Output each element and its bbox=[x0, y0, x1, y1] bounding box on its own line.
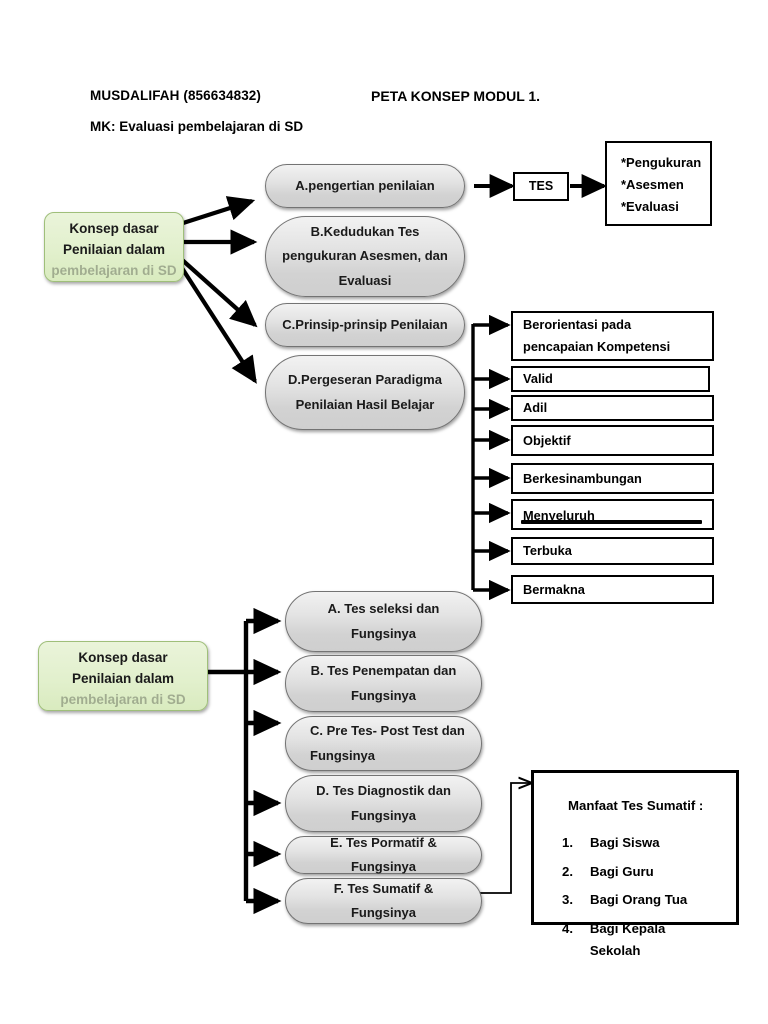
node-e-tes-pormatif[interactable]: E. Tes Pormatif & Fungsinya bbox=[285, 835, 482, 874]
asesmen-item-3: *Evaluasi bbox=[621, 199, 679, 215]
principle-menyeluruh-label: Menyeluruh bbox=[523, 508, 595, 523]
node-c-prinsip-prinsip-penilaian[interactable]: C.Prinsip-prinsip Penilaian bbox=[265, 303, 465, 347]
node-b-tes-penempatan[interactable]: B. Tes Penempatan dan Fungsinya bbox=[285, 655, 482, 712]
manfaat-item-number: 1. bbox=[562, 835, 573, 851]
root1-line3: pembelajaran di SD bbox=[51, 262, 177, 278]
principle-valid[interactable]: Valid bbox=[511, 366, 710, 392]
asesmen-item-1: *Pengukuran bbox=[621, 155, 702, 170]
root2-line1: Konsep dasar bbox=[78, 650, 168, 665]
node-b-kedudukan-tes[interactable]: B.Kedudukan Tes pengukuran Asesmen, dan … bbox=[265, 216, 465, 297]
node-f-tes-sumatif[interactable]: F. Tes Sumatif & Fungsinya bbox=[285, 878, 482, 924]
node-root-konsep-dasar-2[interactable]: Konsep dasar Penilaian dalam pembelajara… bbox=[38, 641, 208, 711]
asesmen-item-2: *Asesmen bbox=[621, 177, 684, 193]
page-title: PETA KONSEP MODUL 1. bbox=[371, 88, 541, 104]
manfaat-title: Manfaat Tes Sumatif : bbox=[568, 798, 704, 813]
manfaat-item: 1. Bagi Siswa bbox=[562, 832, 660, 854]
arrows-root1 bbox=[178, 196, 258, 384]
manfaat-item: 4. Bagi Kepala Sekolah bbox=[562, 918, 718, 963]
manfaat-item-label: Bagi Siswa bbox=[590, 835, 660, 851]
principle-berkesinambungan[interactable]: Berkesinambungan bbox=[511, 463, 714, 494]
principle-berorientasi-kompetensi[interactable]: Berorientasi pada pencapaian Kompetensi bbox=[511, 311, 714, 361]
root2-line2: Penilaian dalam bbox=[71, 670, 175, 686]
manfaat-item-number: 4. bbox=[562, 920, 573, 936]
principle-objektif[interactable]: Objektif bbox=[511, 425, 714, 456]
node-c-pre-tes-post-test[interactable]: C. Pre Tes- Post Test dan Fungsinya bbox=[285, 716, 482, 771]
tree-root2 bbox=[205, 607, 282, 915]
node-d-tes-diagnostik[interactable]: D. Tes Diagnostik dan Fungsinya bbox=[285, 775, 482, 832]
principle-menyeluruh[interactable]: Menyeluruh bbox=[511, 499, 714, 530]
header-author: MUSDALIFAH (856634832) bbox=[90, 88, 262, 103]
node-a-pengertian-penilaian[interactable]: A.pengertian penilaian bbox=[265, 164, 465, 208]
manfaat-item-number: 2. bbox=[562, 863, 573, 879]
manfaat-item: 2. Bagi Guru bbox=[562, 861, 654, 883]
menyeluruh-underline bbox=[521, 520, 702, 524]
node-d-pergeseran-paradigma[interactable]: D.Pergeseran Paradigma Penilaian Hasil B… bbox=[265, 355, 465, 430]
header-course: MK: Evaluasi pembelajaran di SD bbox=[90, 119, 304, 134]
node-a-tes-seleksi[interactable]: A. Tes seleksi dan Fungsinya bbox=[285, 591, 482, 652]
node-tes[interactable]: TES bbox=[513, 172, 569, 201]
manfaat-item-label: Bagi Orang Tua bbox=[590, 892, 688, 908]
root1-line2: Penilaian dalam bbox=[62, 241, 166, 257]
manfaat-item: 3. Bagi Orang Tua bbox=[562, 889, 687, 911]
manfaat-item-label: Bagi Guru bbox=[590, 863, 654, 879]
node-root-konsep-dasar-1[interactable]: Konsep dasar Penilaian dalam pembelajara… bbox=[44, 212, 184, 282]
root1-line1: Konsep dasar bbox=[69, 221, 159, 236]
manfaat-item-number: 3. bbox=[562, 892, 573, 908]
node-manfaat-tes-sumatif[interactable]: Manfaat Tes Sumatif : 1. Bagi Siswa 2. B… bbox=[531, 770, 739, 958]
root2-line3: pembelajaran di SD bbox=[60, 691, 186, 707]
manfaat-item-label: Bagi Kepala Sekolah bbox=[589, 920, 666, 959]
node-pengukuran-asesmen-evaluasi[interactable]: *Pengukuran *Asesmen *Evaluasi bbox=[605, 141, 712, 226]
arrow-sumatif-to-manfaat bbox=[474, 783, 531, 894]
tree-principles bbox=[471, 314, 511, 601]
principle-terbuka[interactable]: Terbuka bbox=[511, 537, 714, 565]
principle-bermakna[interactable]: Bermakna bbox=[511, 575, 714, 604]
principle-adil[interactable]: Adil bbox=[511, 395, 714, 421]
